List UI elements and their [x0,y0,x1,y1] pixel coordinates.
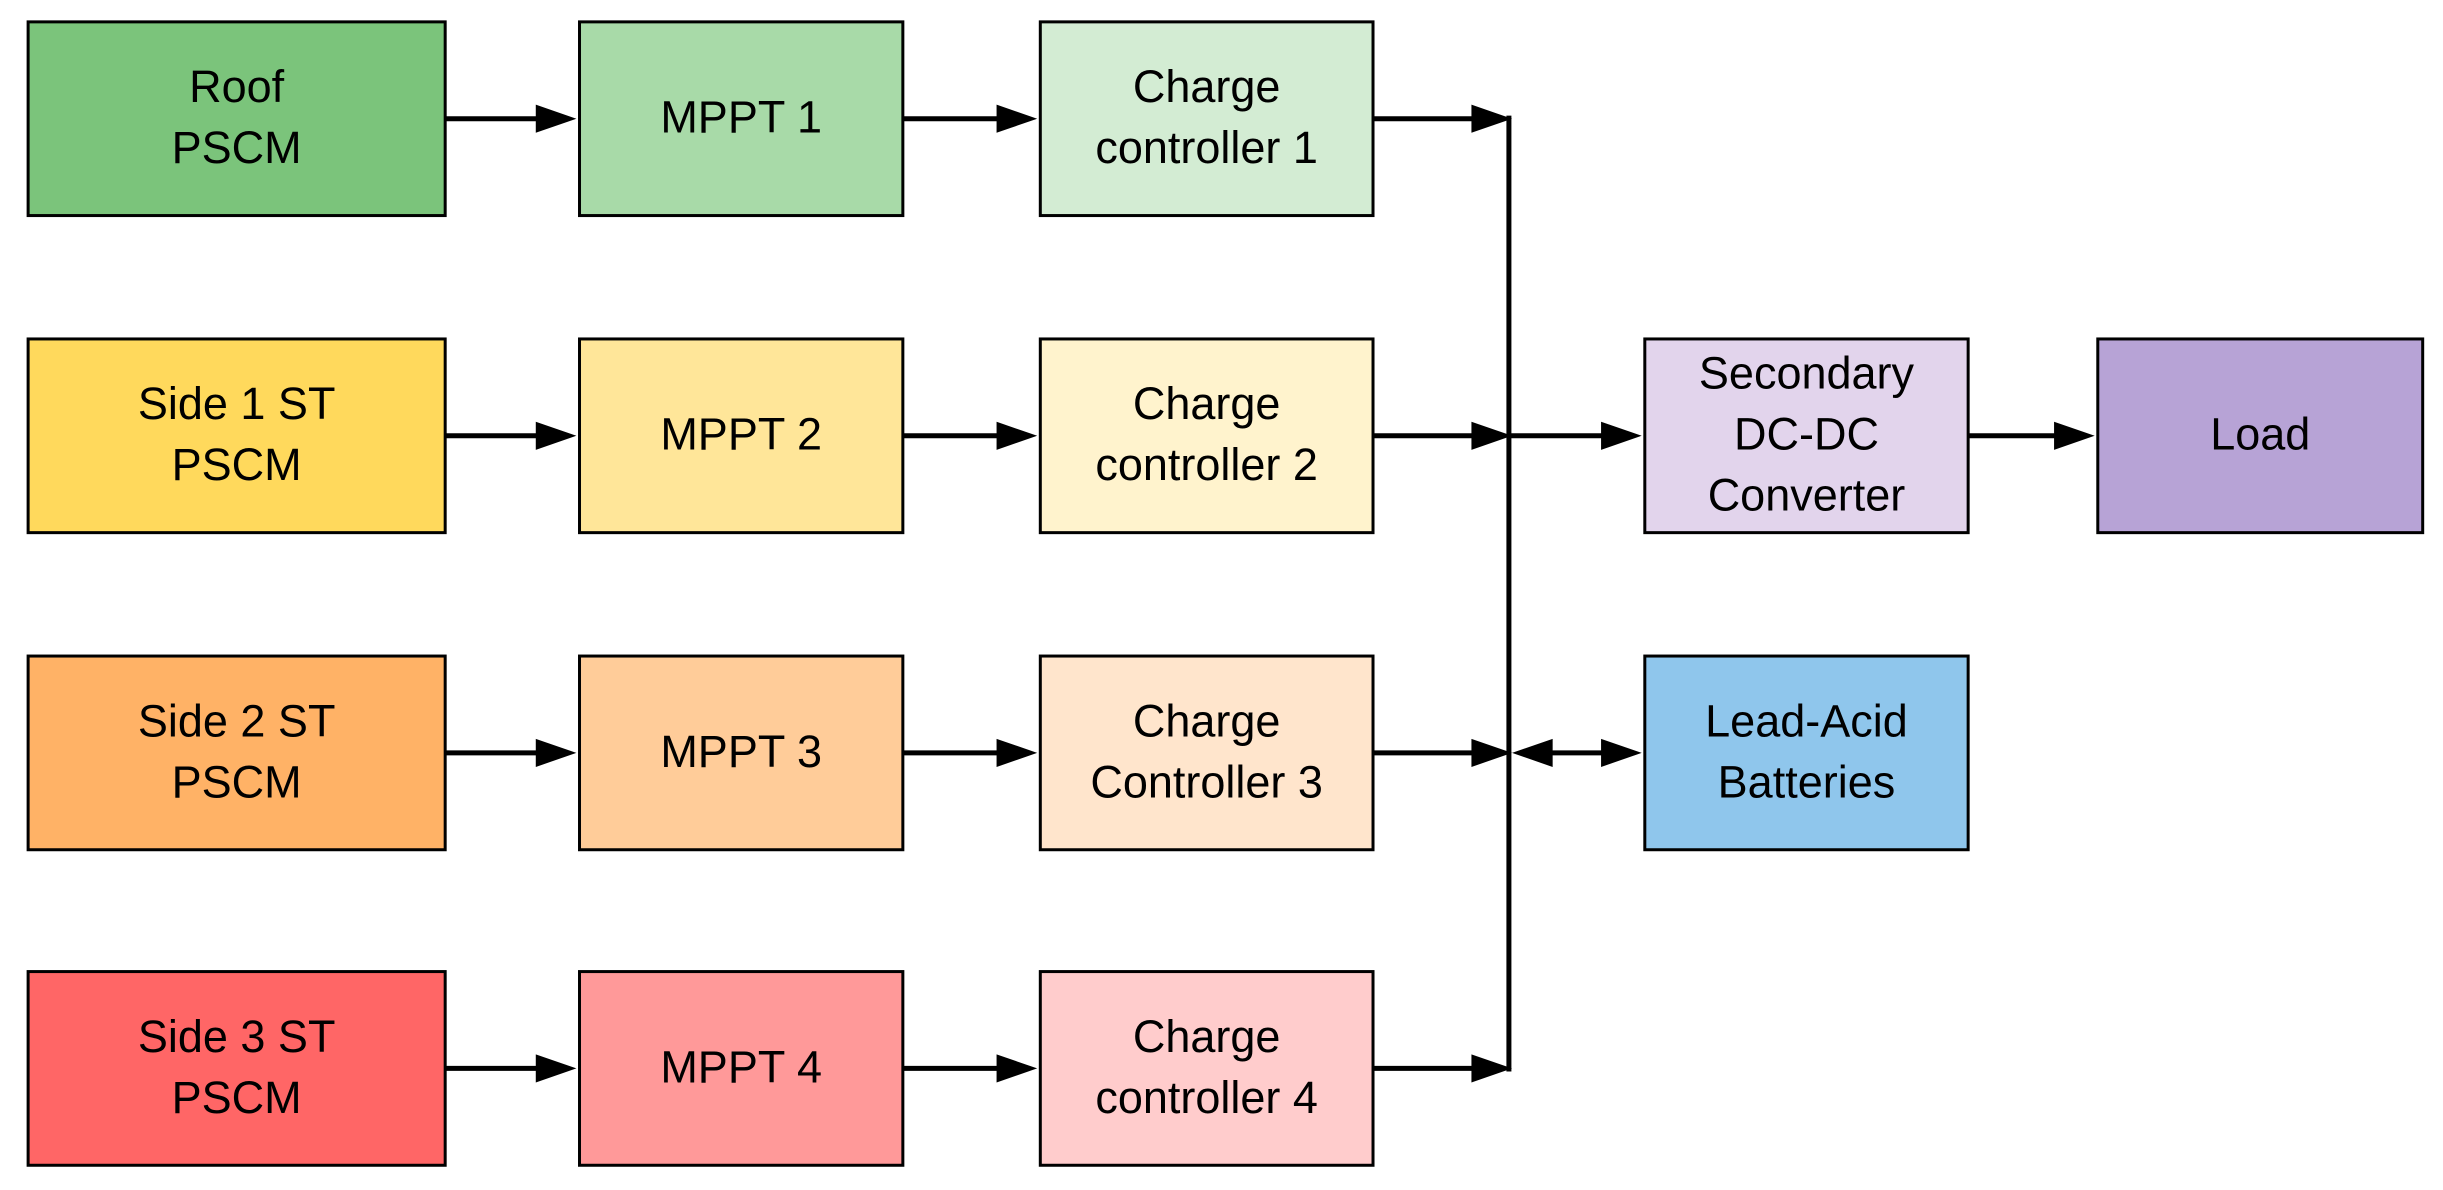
block-box [1643,654,1970,852]
block-label-line: Charge [1133,695,1281,746]
arrow-cc-to-bus-3-arrowhead [1471,738,1513,767]
arrow-cc-to-bus-1-arrowhead [1471,104,1513,133]
block-label-line: PSCM [172,1072,302,1123]
arrow-cc-to-bus-2-arrowhead [1471,421,1513,450]
block-box [26,970,447,1167]
block-label-line: MPPT 1 [660,92,822,143]
block-cc4: Charge controller 4 [1038,970,1375,1167]
block-box [1038,970,1375,1167]
block-label-line: Charge [1133,378,1281,429]
block-box [578,654,905,852]
block-label-line: Load [2210,409,2310,460]
arrow-mppt-to-cc-2-arrowhead [996,421,1038,450]
arrow-pscm-to-mppt-1-arrowhead [535,104,577,133]
block-label-line: DC-DC [1734,409,1879,460]
block-label-line: controller 1 [1095,122,1318,173]
block-side3-pscm: Side 3 ST PSCM [26,970,447,1167]
block-mppt2: MPPT 2 [578,337,905,535]
block-box [2096,337,2425,535]
arrow-bus-to-batteries-arrowhead [1601,738,1642,767]
block-label-line: Side 2 ST [138,695,336,746]
block-box [1643,337,1970,535]
block-mppt1: MPPT 1 [578,20,905,218]
block-label-line: Charge [1133,1011,1281,1062]
block-label-line: MPPT 3 [660,726,822,777]
block-label-line: Batteries [1718,756,1896,807]
arrow-pscm-to-mppt-3-arrowhead [535,738,577,767]
block-label-line: Secondary [1699,348,1915,399]
block-side1-pscm: Side 1 ST PSCM [26,337,447,535]
block-label-line: PSCM [172,439,302,490]
block-box [1038,337,1375,535]
block-side2-pscm: Side 2 ST PSCM [26,654,447,852]
arrow-mppt-to-cc-4-arrowhead [996,1054,1038,1083]
block-label-line: controller 4 [1095,1072,1318,1123]
block-mppt3: MPPT 3 [578,654,905,852]
block-label-line: Charge [1133,61,1281,112]
block-box [1038,20,1375,218]
block-label-line: MPPT 2 [660,409,822,460]
arrow-pscm-to-mppt-4-arrowhead [535,1054,577,1083]
block-load: Load [2096,337,2425,535]
arrow-batteries-to-bus-arrowhead [1512,738,1553,767]
arrow-mppt-to-cc-1-arrowhead [996,104,1038,133]
arrow-cc-to-bus-4-arrowhead [1471,1054,1513,1083]
block-label-line: controller 2 [1095,439,1318,490]
block-box [1038,654,1375,852]
block-label-line: Lead-Acid [1705,695,1908,746]
block-label-line: PSCM [172,756,302,807]
arrow-dcdc-to-load-arrowhead [2054,421,2095,450]
block-label-line: Converter [1708,470,1906,521]
block-box [26,337,447,535]
block-box [26,20,447,218]
block-cc1: Charge controller 1 [1038,20,1375,218]
block-label-line: Roof [189,61,285,112]
block-cc2: Charge controller 2 [1038,337,1375,535]
block-box [578,970,905,1167]
block-box [26,654,447,852]
block-box [578,337,905,535]
block-mppt4: MPPT 4 [578,970,905,1167]
arrow-bus-to-dcdc-arrowhead [1601,421,1642,450]
block-label-line: Side 1 ST [138,378,336,429]
block-box [578,20,905,218]
connector-lines [445,104,2095,1083]
block-label-line: Side 3 ST [138,1011,336,1062]
block-label-line: MPPT 4 [660,1041,822,1092]
arrow-pscm-to-mppt-2-arrowhead [535,421,577,450]
block-label-line: Controller 3 [1090,756,1323,807]
arrow-mppt-to-cc-3-arrowhead [996,738,1038,767]
block-label-line: PSCM [172,122,302,173]
